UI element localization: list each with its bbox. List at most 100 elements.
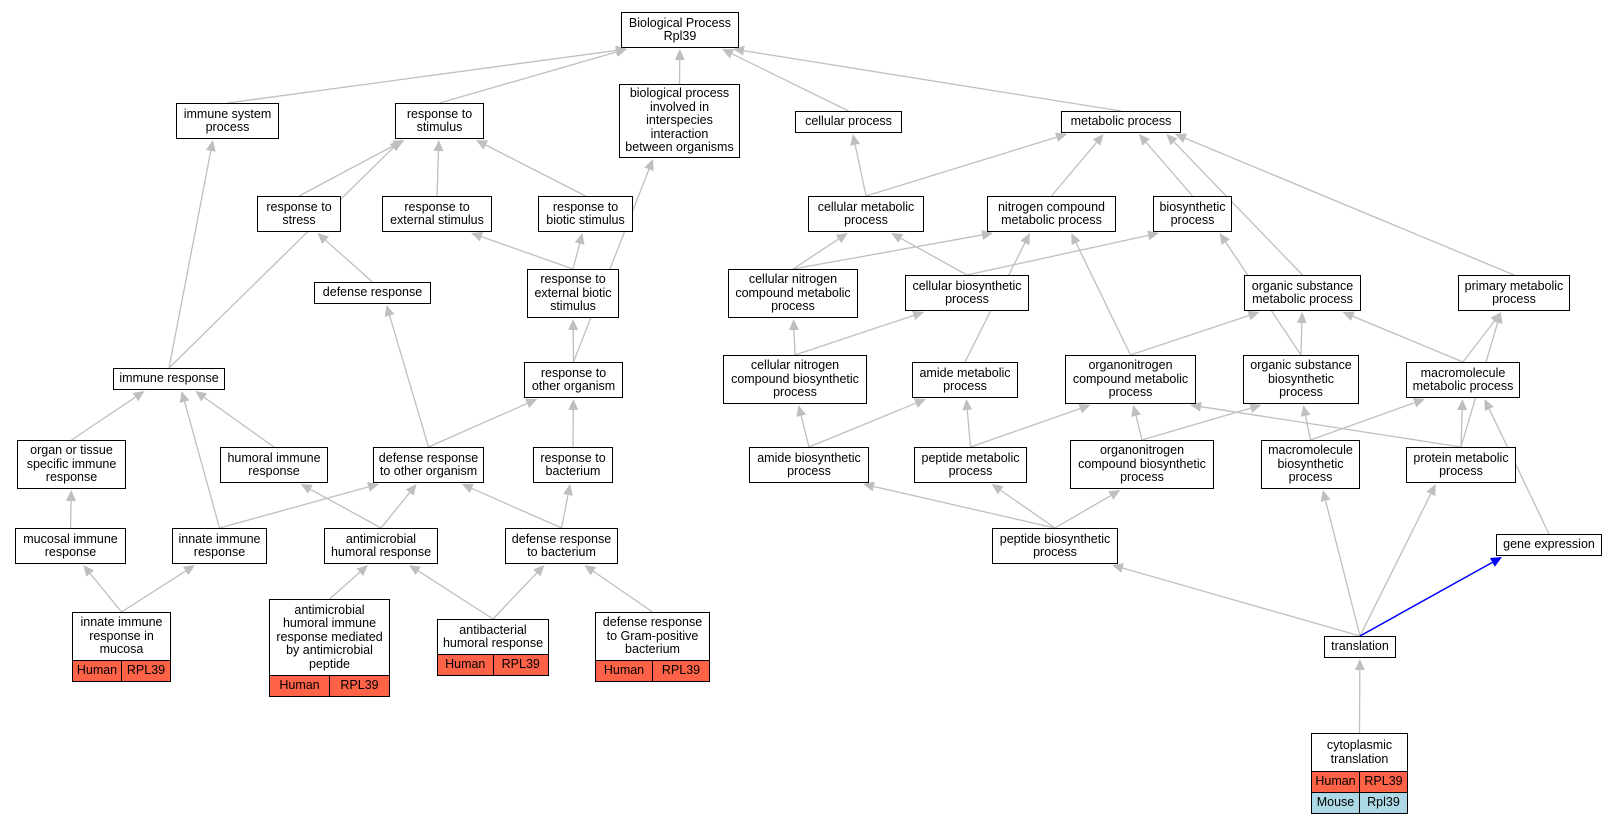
go-term-nitro[interactable]: nitrogen compound metabolic process: [987, 196, 1116, 232]
go-term-rbact[interactable]: response to bacterium: [533, 447, 613, 483]
edge-defresp-to-rstress: [325, 239, 373, 283]
go-term-imsys[interactable]: immune system process: [176, 103, 279, 139]
go-term-humimm[interactable]: humoral immune response: [220, 447, 328, 483]
go-term-label: defense response: [322, 285, 423, 300]
go-term-amidebio[interactable]: amide biosynthetic process: [749, 447, 869, 483]
go-term-cellmetab[interactable]: cellular metabolic process: [808, 196, 924, 232]
go-term-defresp[interactable]: defense response: [314, 282, 431, 304]
edge-arrowhead: [471, 231, 484, 242]
go-term-rextbio[interactable]: response to external biotic stimulus: [527, 269, 619, 318]
go-term-innate[interactable]: innate immune response: [172, 528, 267, 564]
go-term-macromet[interactable]: macromolecule metabolic process: [1406, 362, 1520, 398]
go-term-rext[interactable]: response to external stimulus: [382, 196, 492, 232]
edge-peptbio-to-amidebio: [873, 485, 1056, 529]
annotation-species: Human: [279, 678, 320, 693]
edge-arrowhead: [83, 565, 95, 577]
go-term-antimic[interactable]: antimicrobial humoral response: [324, 528, 438, 564]
edge-innate-to-imresp: [183, 401, 221, 529]
go-term-label: macromolecule biosynthetic process: [1268, 443, 1353, 485]
edge-arrowhead: [205, 140, 216, 152]
go-term-label: antimicrobial humoral immune response me…: [276, 602, 383, 671]
go-term-macrobio[interactable]: macromolecule biosynthetic process: [1261, 440, 1360, 489]
edge-arrowhead: [1078, 403, 1091, 414]
go-term-mucosal[interactable]: mucosal immune response: [15, 528, 126, 564]
go-term-bp[interactable]: Biological Process Rpl39: [621, 12, 739, 48]
go-term-bpinter[interactable]: biological process involved in interspec…: [619, 84, 740, 158]
go-term-imresp[interactable]: immune response: [113, 368, 225, 390]
edge-orgnitro-to-orgsub: [1130, 314, 1250, 356]
go-term-protmet[interactable]: protein metabolic process: [1406, 447, 1516, 483]
go-term-rstress[interactable]: response to stress: [257, 196, 341, 232]
edge-arrowhead: [835, 233, 848, 244]
go-term-label: biosynthetic process: [1159, 199, 1226, 227]
go-term-cellproc[interactable]: cellular process: [795, 111, 902, 133]
go-term-label: innate immune response in mucosa: [80, 615, 163, 657]
go-term-metab[interactable]: metabolic process: [1061, 111, 1181, 133]
edge-geneexp-to-macromet: [1488, 408, 1550, 535]
go-term-label: response to external biotic stimulus: [534, 272, 612, 314]
edge-peptmet-to-amidemet: [966, 409, 972, 448]
go-term-cbiosyn[interactable]: cellular biosynthetic process: [905, 275, 1029, 311]
edge-imsys-to-bp: [227, 49, 617, 104]
go-term-amidemet[interactable]: amide metabolic process: [912, 362, 1018, 398]
go-term-label: protein metabolic process: [1413, 450, 1509, 478]
edge-antibact-to-defbact: [492, 572, 538, 620]
edge-mucosal-to-organimm: [69, 500, 72, 529]
go-term-orgsubbio[interactable]: organic substance biosynthetic process: [1243, 355, 1359, 404]
go-term-label: organonitrogen compound biosynthetic pro…: [1078, 443, 1206, 485]
go-term-cnitro[interactable]: cellular nitrogen compound metabolic pro…: [728, 269, 858, 318]
edge-macromet-to-primet: [1462, 320, 1496, 363]
go-term-rbiotic[interactable]: response to biotic stimulus: [538, 196, 633, 232]
edge-transl-to-peptbio: [1122, 567, 1361, 637]
edge-arrowhead: [1219, 233, 1230, 245]
go-term-orgsub[interactable]: organic substance metabolic process: [1244, 275, 1361, 311]
edge-arrowhead: [384, 305, 395, 317]
go-term-cnitrobio[interactable]: cellular nitrogen compound biosynthetic …: [723, 355, 867, 404]
edge-cbiosyn-to-biosyn: [966, 234, 1149, 276]
go-term-peptbio[interactable]: peptide biosynthetic process: [992, 528, 1118, 564]
edge-orgnitrobio-to-orgsubbio: [1141, 407, 1251, 441]
edge-rext-to-rstim: [436, 150, 440, 197]
go-term-defother[interactable]: defense response to other organism: [373, 447, 484, 483]
go-term-primet[interactable]: primary metabolic process: [1458, 275, 1570, 311]
go-term-orgnitro[interactable]: organonitrogen compound metabolic proces…: [1065, 355, 1196, 404]
edge-arrowhead: [1489, 557, 1502, 567]
go-term-transl[interactable]: translation: [1324, 636, 1396, 658]
edge-arrowhead: [1426, 484, 1436, 497]
annotation-gene: RPL39: [329, 676, 389, 696]
edge-arrowhead: [722, 49, 735, 59]
go-term-label: peptide metabolic process: [921, 450, 1020, 478]
go-term-geneexp[interactable]: gene expression: [1496, 534, 1602, 556]
go-term-defbact[interactable]: defense response to bacterium: [505, 528, 618, 564]
edge-arrowhead: [962, 399, 973, 411]
go-term-label: peptide biosynthetic process: [999, 531, 1111, 559]
go-term-rother[interactable]: response to other organism: [524, 362, 623, 398]
edge-arrowhead: [1342, 311, 1355, 321]
annotation-gene: Rpl39: [1359, 793, 1407, 813]
go-term-defgram[interactable]: defense response to Gram-positive bacter…: [595, 612, 710, 682]
edge-arrowhead: [644, 159, 654, 172]
edge-rextbio-to-rbiotic: [572, 243, 581, 270]
go-term-orgnitrobio[interactable]: organonitrogen compound biosynthetic pro…: [1070, 440, 1214, 489]
edge-arrowhead: [1147, 230, 1159, 241]
go-term-organimm[interactable]: organ or tissue specific immune response: [17, 440, 126, 489]
edge-transl-to-geneexp: [1359, 561, 1493, 637]
annotation-row: Human RPL39: [270, 675, 389, 696]
go-term-label: metabolic process: [1070, 114, 1172, 129]
go-term-biosyn[interactable]: biosynthetic process: [1153, 196, 1232, 232]
edge-antimic-to-humimm: [310, 488, 382, 529]
edge-arrowhead: [1166, 134, 1178, 146]
edge-arrowhead: [1354, 659, 1365, 671]
edge-arrowhead: [405, 484, 417, 496]
go-term-peptmet[interactable]: peptide metabolic process: [914, 447, 1027, 483]
edge-arrowhead: [392, 140, 405, 150]
go-term-rstim[interactable]: response to stimulus: [395, 103, 484, 139]
edge-nitro-to-metab: [1051, 142, 1098, 197]
edge-primet-to-metab: [1184, 137, 1515, 276]
go-term-label: response to stress: [266, 199, 332, 227]
go-term-antimicpep[interactable]: antimicrobial humoral immune response me…: [269, 599, 390, 697]
